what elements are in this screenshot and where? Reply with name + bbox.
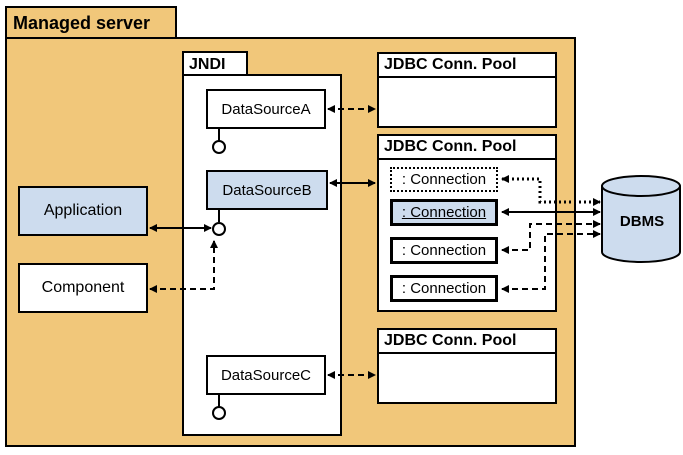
pool-middle-title: JDBC Conn. Pool [377, 134, 557, 160]
pool-bottom-title: JDBC Conn. Pool [377, 328, 557, 354]
datasource-b[interactable]: DataSourceB [206, 170, 328, 210]
pool-top-title: JDBC Conn. Pool [377, 52, 557, 78]
jndi-title: JNDI [182, 51, 248, 77]
pool-top-body [377, 76, 557, 128]
managed-server-title: Managed server [5, 6, 177, 39]
connection-2[interactable]: : Connection [390, 199, 498, 226]
datasource-a[interactable]: DataSourceA [206, 89, 326, 129]
connection-4[interactable]: : Connection [390, 275, 498, 302]
connection-1[interactable]: : Connection [390, 167, 498, 192]
connection-3[interactable]: : Connection [390, 237, 498, 264]
pool-bottom-body [377, 352, 557, 404]
application-box[interactable]: Application [18, 186, 148, 236]
dbms-label: DBMS [619, 213, 665, 230]
component-box[interactable]: Component [18, 263, 148, 313]
datasource-c[interactable]: DataSourceC [206, 355, 326, 395]
